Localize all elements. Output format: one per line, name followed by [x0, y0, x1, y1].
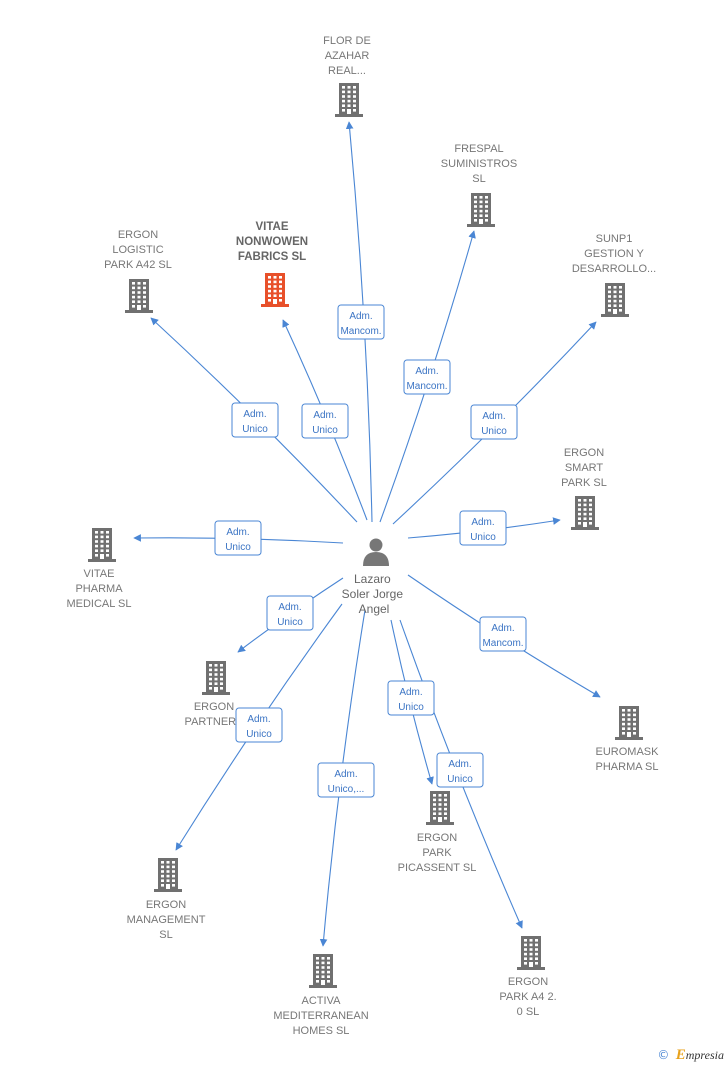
role-label-vitae-nonwowen[interactable]: Adm.Unico [301, 403, 349, 439]
role-text: Adm.Unico [277, 602, 303, 628]
role-text: Adm.Unico [312, 410, 338, 436]
person-icon [363, 538, 389, 566]
role-text: Adm.Unico [246, 714, 272, 740]
copyright-symbol: © [657, 1048, 670, 1062]
role-label-flor[interactable]: Adm.Mancom. [337, 304, 385, 340]
role-text: Adm.Unico,... [328, 769, 365, 795]
role-label-ergon-partners[interactable]: Adm.Unico [266, 595, 314, 631]
building-icon [571, 496, 599, 530]
building-icon [125, 279, 153, 313]
role-text: Adm.Mancom. [406, 366, 447, 392]
building-icon [202, 661, 230, 695]
role-text: Adm.Unico [447, 759, 473, 785]
edge-labels-layer: Adm.Mancom.Adm.Mancom.Adm.UnicoAdm.Unico… [214, 304, 527, 798]
building-icon [467, 193, 495, 227]
role-text: Adm.Unico [481, 411, 507, 437]
building-icon [309, 954, 337, 988]
role-text: Adm.Mancom. [340, 311, 381, 337]
building-icon [154, 858, 182, 892]
role-label-euromask[interactable]: Adm.Mancom. [479, 616, 527, 652]
role-label-ergon-smart[interactable]: Adm.Unico [459, 510, 507, 546]
role-label-sunp1[interactable]: Adm.Unico [470, 404, 518, 440]
role-text: Adm.Unico [225, 527, 251, 553]
role-text: Adm.Unico [242, 409, 268, 435]
center-person-name: Lazaro Soler Jorge Angel [342, 572, 407, 616]
building-icon [615, 706, 643, 740]
center-person-node[interactable]: Lazaro Soler Jorge Angel [342, 538, 407, 617]
brand-initial: E [675, 1047, 686, 1063]
role-label-ergon-picassent[interactable]: Adm.Unico [387, 680, 435, 716]
role-text: Adm.Mancom. [482, 623, 523, 649]
role-label-frespal[interactable]: Adm.Mancom. [403, 359, 451, 395]
building-icon [88, 528, 116, 562]
role-text: Adm.Unico [398, 687, 424, 713]
role-label-ergon-management[interactable]: Adm.Unico [235, 707, 283, 743]
brand-footer: © Empresia [657, 1047, 724, 1064]
edges-layer [133, 121, 601, 947]
brand-logo[interactable]: Empresia [675, 1047, 724, 1063]
building-icon [335, 83, 363, 117]
role-label-activa[interactable]: Adm.Unico,... [317, 762, 375, 798]
role-label-ergon-park-a4[interactable]: Adm.Unico [436, 752, 484, 788]
role-label-vitae-pharma[interactable]: Adm.Unico [214, 520, 262, 556]
building-icon [426, 791, 454, 825]
role-text: Adm.Unico [470, 517, 496, 543]
building-icon [261, 273, 289, 307]
building-icon [601, 283, 629, 317]
role-label-ergon-logistic[interactable]: Adm.Unico [231, 402, 279, 438]
building-icon [517, 936, 545, 970]
brand-name: mpresia [685, 1048, 724, 1062]
